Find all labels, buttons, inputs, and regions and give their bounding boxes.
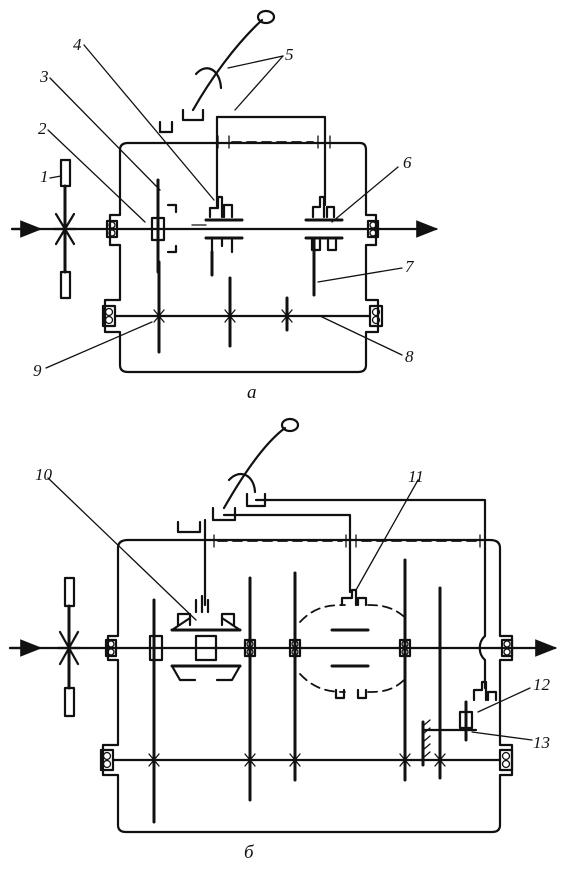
scheme-b: 10 11 12 13 б <box>8 417 558 863</box>
clutch-disc-b <box>56 576 82 718</box>
caption-b: б <box>244 842 255 863</box>
shift-mechanism-b <box>176 417 487 690</box>
housing-b <box>101 538 514 834</box>
counter-gears-b <box>148 558 446 824</box>
shift-mechanism-a <box>158 9 331 208</box>
callout-3: 3 <box>39 67 49 86</box>
callout-2: 2 <box>38 119 47 138</box>
callout-5: 5 <box>285 45 294 64</box>
callout-9: 9 <box>33 361 42 380</box>
bearings-a <box>101 219 384 328</box>
synchronizer-a-right <box>304 195 344 252</box>
synchronizer-a-left <box>191 195 244 277</box>
callout-8: 8 <box>405 347 414 366</box>
input-gear-hub-b <box>148 634 164 662</box>
caption-a: а <box>247 382 257 403</box>
synchronizer-b-left <box>170 594 242 682</box>
callout-11: 11 <box>408 467 424 486</box>
callout-4: 4 <box>73 35 82 54</box>
scheme-a: 1 2 3 4 5 6 7 8 9 а <box>10 9 439 403</box>
callout-10: 10 <box>35 465 53 484</box>
callout-1: 1 <box>40 167 49 186</box>
callout-6: 6 <box>403 153 412 172</box>
synchronizer-b-right <box>299 588 409 700</box>
leaders-a <box>45 44 403 369</box>
reverse-idler-b <box>421 680 498 767</box>
callout-12: 12 <box>533 675 551 694</box>
counter-gears-a <box>153 238 316 354</box>
callout-13: 13 <box>533 733 550 752</box>
callout-7: 7 <box>405 257 415 276</box>
clutch-disc-a <box>52 158 78 300</box>
housing-a <box>103 141 380 374</box>
leaders-b <box>47 477 533 741</box>
